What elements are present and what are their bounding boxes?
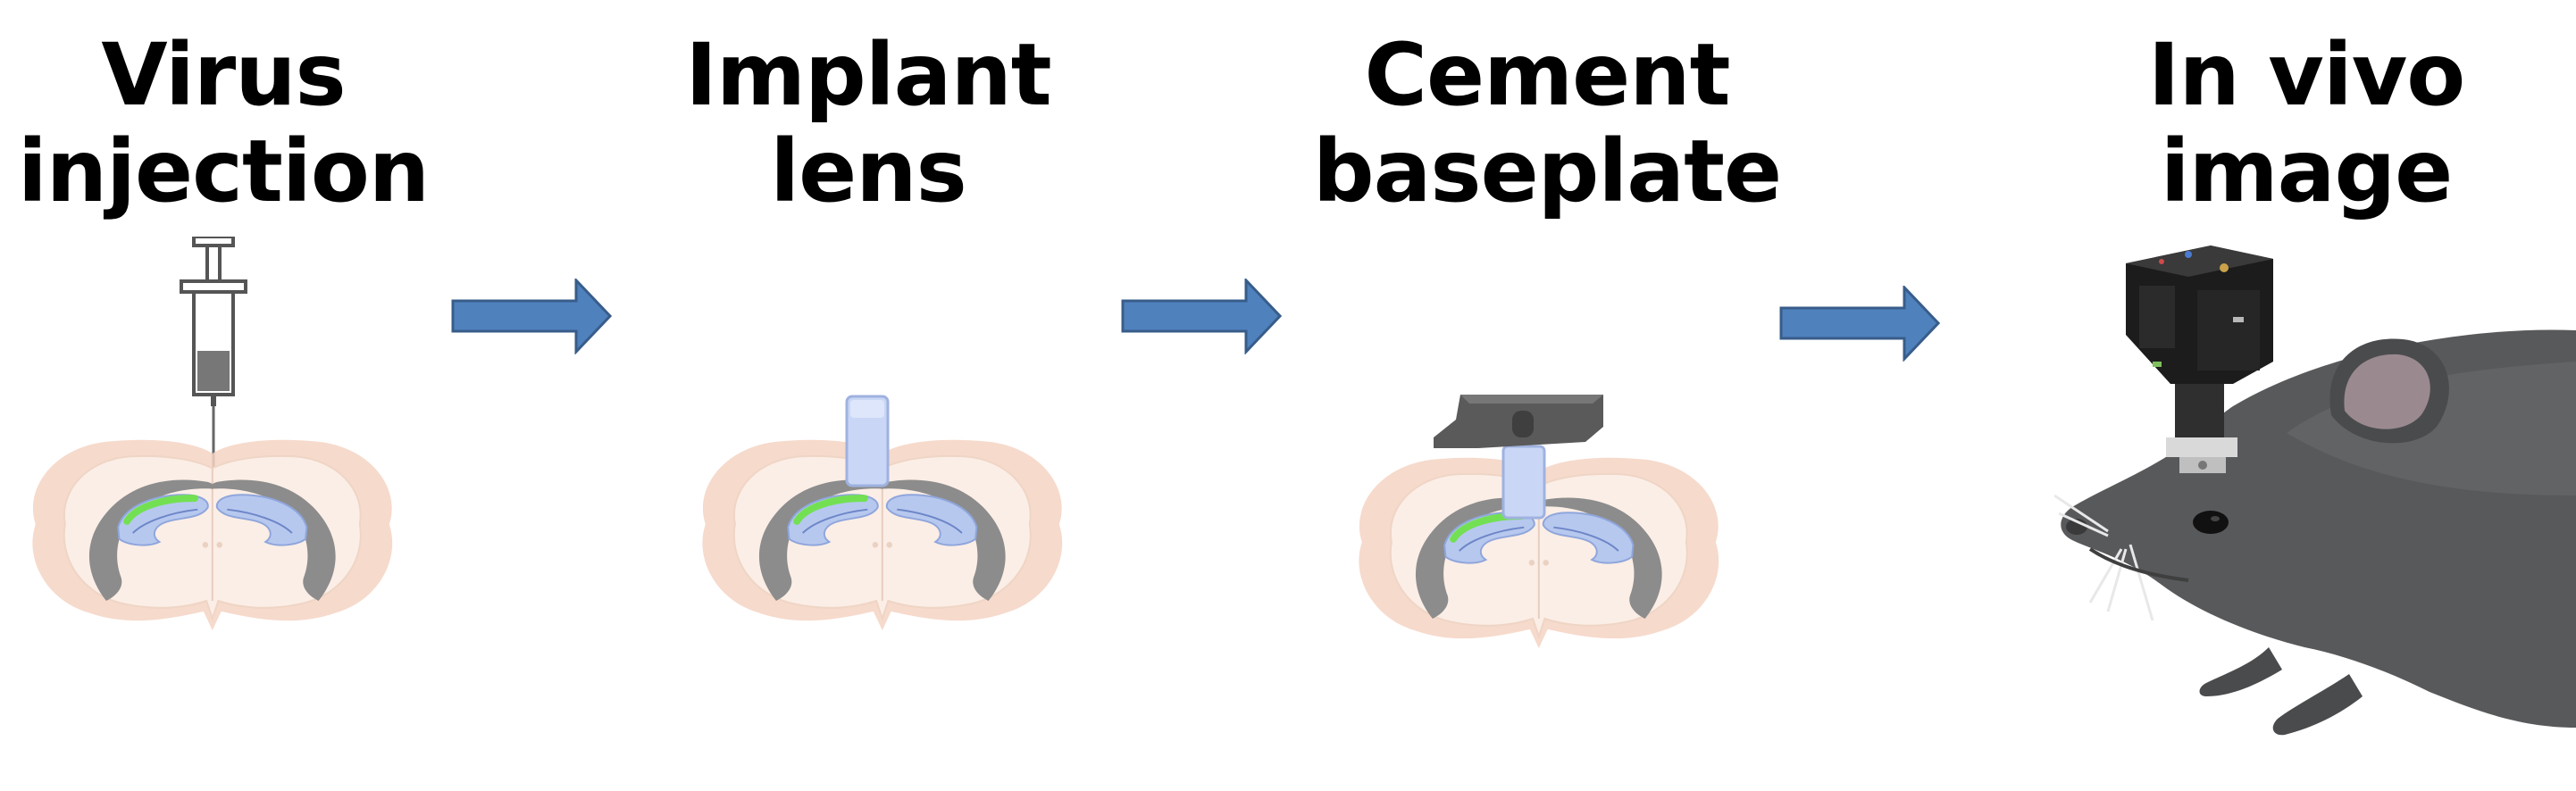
arrow-right-icon (1779, 286, 1940, 362)
brain-section-icon (31, 438, 394, 631)
step-title-line2: baseplate (1312, 121, 1782, 221)
virus-injection-illustration (31, 237, 394, 631)
implant-lens-illustration (701, 395, 1064, 631)
arrow-right-icon (1121, 279, 1282, 354)
step-title-line1: Virus (101, 25, 346, 125)
arrow-right-icon (451, 279, 612, 354)
cement-baseplate-illustration (1358, 395, 1720, 649)
mouse-icon (2054, 329, 2576, 736)
lens-icon (1501, 445, 1546, 520)
step-title-line2: image (2160, 121, 2454, 221)
step-title-in-vivo-image: In vivo image (2056, 27, 2556, 220)
step-title-line2: lens (770, 121, 967, 221)
step-title-virus-injection: Virus injection (0, 27, 473, 220)
step-title-line1: In vivo (2147, 25, 2466, 125)
lens-icon (845, 395, 890, 487)
step-title-implant-lens: Implant lens (618, 27, 1118, 220)
step-title-cement-baseplate: Cement baseplate (1297, 27, 1797, 220)
brain-section-icon (701, 438, 1064, 631)
miniscope-icon (2126, 246, 2273, 473)
mouse-with-miniscope-illustration (2054, 246, 2576, 736)
step-title-line2: injection (17, 121, 430, 221)
baseplate-icon (1434, 395, 1603, 448)
syringe-icon (180, 237, 247, 482)
step-title-line1: Implant (685, 25, 1051, 125)
step-title-line1: Cement (1364, 25, 1731, 125)
